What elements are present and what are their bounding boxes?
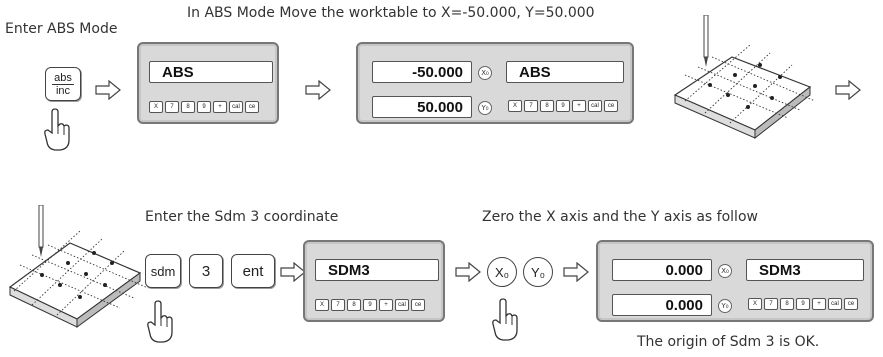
sdm-panel-lcd: SDM3	[315, 259, 439, 281]
mode-lcd: SDM3	[746, 259, 864, 281]
mini-key: cal	[588, 100, 602, 112]
mini-keypad: X 7 8 9 + cal ce	[315, 299, 425, 311]
mini-key: ce	[245, 101, 259, 113]
x-value-lcd: 0.000	[612, 259, 712, 281]
mini-key: ce	[411, 299, 425, 311]
mini-key: X	[315, 299, 329, 311]
right-arrow-icon	[280, 262, 306, 282]
mini-key: 8	[347, 299, 361, 311]
right-arrow-icon	[455, 262, 481, 282]
abs-inc-key[interactable]: abs inc	[45, 67, 81, 101]
mini-key: ce	[844, 298, 858, 310]
x-axis-indicator: X₀	[718, 264, 732, 278]
digit-3-key[interactable]: 3	[189, 254, 223, 288]
zero-display-panel: 0.000 X₀ SDM3 0.000 Y₀ X 7 8 9 + cal ce	[596, 240, 874, 322]
mode-lcd: ABS	[506, 61, 624, 83]
ent-key[interactable]: ent	[231, 254, 275, 288]
mini-key: 9	[556, 100, 570, 112]
mini-key: 7	[524, 100, 538, 112]
mini-key: 9	[363, 299, 377, 311]
mini-key: ce	[604, 100, 618, 112]
mini-key: +	[812, 298, 826, 310]
worktable-icon	[8, 205, 149, 328]
mini-key: +	[572, 100, 586, 112]
caption-origin-ok: The origin of Sdm 3 is OK.	[637, 334, 820, 350]
mini-keypad: X 7 8 9 + cal ce	[748, 298, 858, 310]
mini-keypad: X 7 8 9 + cal ce	[149, 101, 259, 113]
mini-key: X	[508, 100, 522, 112]
caption-move-instruction: In ABS Mode Move the worktable to X=-50.…	[187, 5, 595, 21]
mini-key: X	[149, 101, 163, 113]
mini-keypad: X 7 8 9 + cal ce	[508, 100, 618, 112]
move-display-panel: -50.000 X₀ ABS 50.000 Y₀ X 7 8 9 + cal c…	[356, 42, 634, 124]
y-axis-indicator: Y₀	[478, 101, 492, 115]
x-zero-key[interactable]: X₀	[487, 257, 517, 287]
sdm-display-panel: SDM3 X 7 8 9 + cal ce	[303, 240, 445, 322]
abs-panel-lcd: ABS	[149, 61, 273, 83]
right-arrow-icon	[95, 80, 121, 100]
mini-key: 9	[796, 298, 810, 310]
mini-key: 7	[331, 299, 345, 311]
mini-key: +	[379, 299, 393, 311]
abs-key-label: abs	[52, 71, 74, 85]
right-arrow-icon	[305, 80, 331, 100]
mini-key: 7	[165, 101, 179, 113]
caption-enter-sdm: Enter the Sdm 3 coordinate	[145, 209, 339, 225]
caption-zero-axes: Zero the X axis and the Y axis as follow	[482, 209, 758, 225]
mini-key: 8	[780, 298, 794, 310]
hand-pointer-icon	[492, 298, 518, 341]
x-value-lcd: -50.000	[372, 61, 472, 83]
mini-key: cal	[229, 101, 243, 113]
y-zero-key[interactable]: Y₀	[523, 257, 553, 287]
mini-key: 8	[181, 101, 195, 113]
caption-enter-abs: Enter ABS Mode	[5, 21, 118, 37]
mini-key: cal	[828, 298, 842, 310]
mini-key: 8	[540, 100, 554, 112]
inc-key-label: inc	[55, 84, 71, 97]
hand-pointer-icon	[147, 300, 173, 343]
mini-key: +	[213, 101, 227, 113]
hand-pointer-icon	[44, 108, 70, 151]
x-axis-indicator: X₀	[478, 66, 492, 80]
y-value-lcd: 0.000	[612, 294, 712, 316]
mini-key: 7	[764, 298, 778, 310]
right-arrow-icon	[835, 80, 861, 100]
worktable-icon	[673, 15, 816, 140]
y-axis-indicator: Y₀	[718, 299, 732, 313]
mini-key: cal	[395, 299, 409, 311]
right-arrow-icon	[563, 262, 589, 282]
abs-display-panel: ABS X 7 8 9 + cal ce	[137, 42, 279, 124]
sdm-key[interactable]: sdm	[145, 254, 181, 288]
y-value-lcd: 50.000	[372, 96, 472, 118]
mini-key: X	[748, 298, 762, 310]
mini-key: 9	[197, 101, 211, 113]
